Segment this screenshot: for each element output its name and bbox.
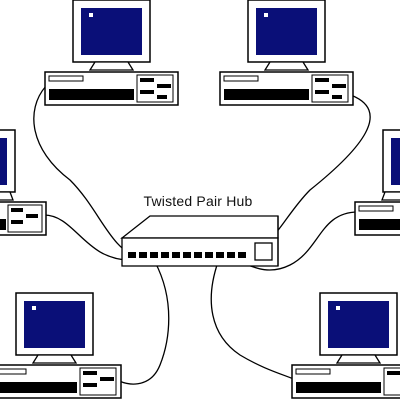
computer-bottom-right — [291, 292, 400, 399]
front-slot — [49, 89, 134, 100]
monitor-stand — [381, 191, 400, 201]
hub-label: Twisted Pair Hub — [143, 193, 253, 209]
cable-bottom-left — [117, 261, 170, 385]
hub-port — [205, 252, 213, 258]
panel-detail — [83, 371, 97, 375]
hub-port — [194, 252, 202, 258]
hub-port — [150, 252, 158, 258]
computer-bottom-left — [0, 292, 122, 399]
monitor-stand — [31, 354, 78, 364]
twisted-pair-hub — [120, 215, 279, 267]
panel-detail — [315, 78, 329, 82]
panel-detail — [332, 95, 342, 99]
screen-glare — [264, 13, 268, 17]
front-slot — [0, 382, 77, 393]
computer-top-left — [44, 0, 179, 106]
hub-top-face — [120, 215, 279, 239]
panel-detail — [100, 377, 114, 381]
panel-detail — [387, 371, 400, 375]
cable-left — [43, 214, 131, 261]
monitor-screen — [391, 138, 400, 185]
drive-bay — [0, 368, 27, 375]
monitor-stand — [0, 191, 14, 201]
monitor-screen — [0, 138, 7, 185]
front-slot — [296, 382, 381, 393]
screen-glare — [336, 306, 340, 310]
computer-top-right — [219, 0, 354, 106]
drive-bay — [295, 368, 331, 375]
hub-port — [128, 252, 136, 258]
panel-detail — [11, 220, 23, 224]
panel-detail — [11, 208, 23, 212]
cable-top-left — [33, 85, 141, 259]
monitor-stand — [88, 61, 135, 71]
panel-detail — [157, 84, 171, 88]
hub-status-panel — [254, 242, 273, 261]
panel-detail — [26, 214, 38, 218]
screen-glare — [89, 13, 93, 17]
hub-ports — [128, 252, 246, 258]
cable-right — [239, 211, 359, 271]
cable-bottom-right — [210, 261, 297, 381]
hub-port — [139, 252, 147, 258]
drive-bay — [358, 205, 394, 212]
panel-detail — [140, 78, 154, 82]
panel-detail — [83, 383, 97, 387]
hub-port — [161, 252, 169, 258]
hub-port — [216, 252, 224, 258]
hub-port — [227, 252, 235, 258]
panel-detail — [332, 84, 346, 88]
drive-bay — [223, 75, 259, 82]
drive-bay — [48, 75, 84, 82]
computer-right — [354, 129, 400, 236]
hub-port — [172, 252, 180, 258]
hub-port — [238, 252, 246, 258]
monitor-stand — [263, 61, 310, 71]
screen-glare — [32, 306, 36, 310]
panel-detail — [315, 90, 329, 94]
hub-port — [183, 252, 191, 258]
front-slot — [0, 219, 6, 230]
computer-left — [0, 129, 47, 236]
front-slot — [359, 219, 400, 230]
monitor-stand — [335, 354, 382, 364]
panel-detail — [157, 95, 167, 99]
front-slot — [224, 89, 309, 100]
panel-detail — [140, 90, 154, 94]
